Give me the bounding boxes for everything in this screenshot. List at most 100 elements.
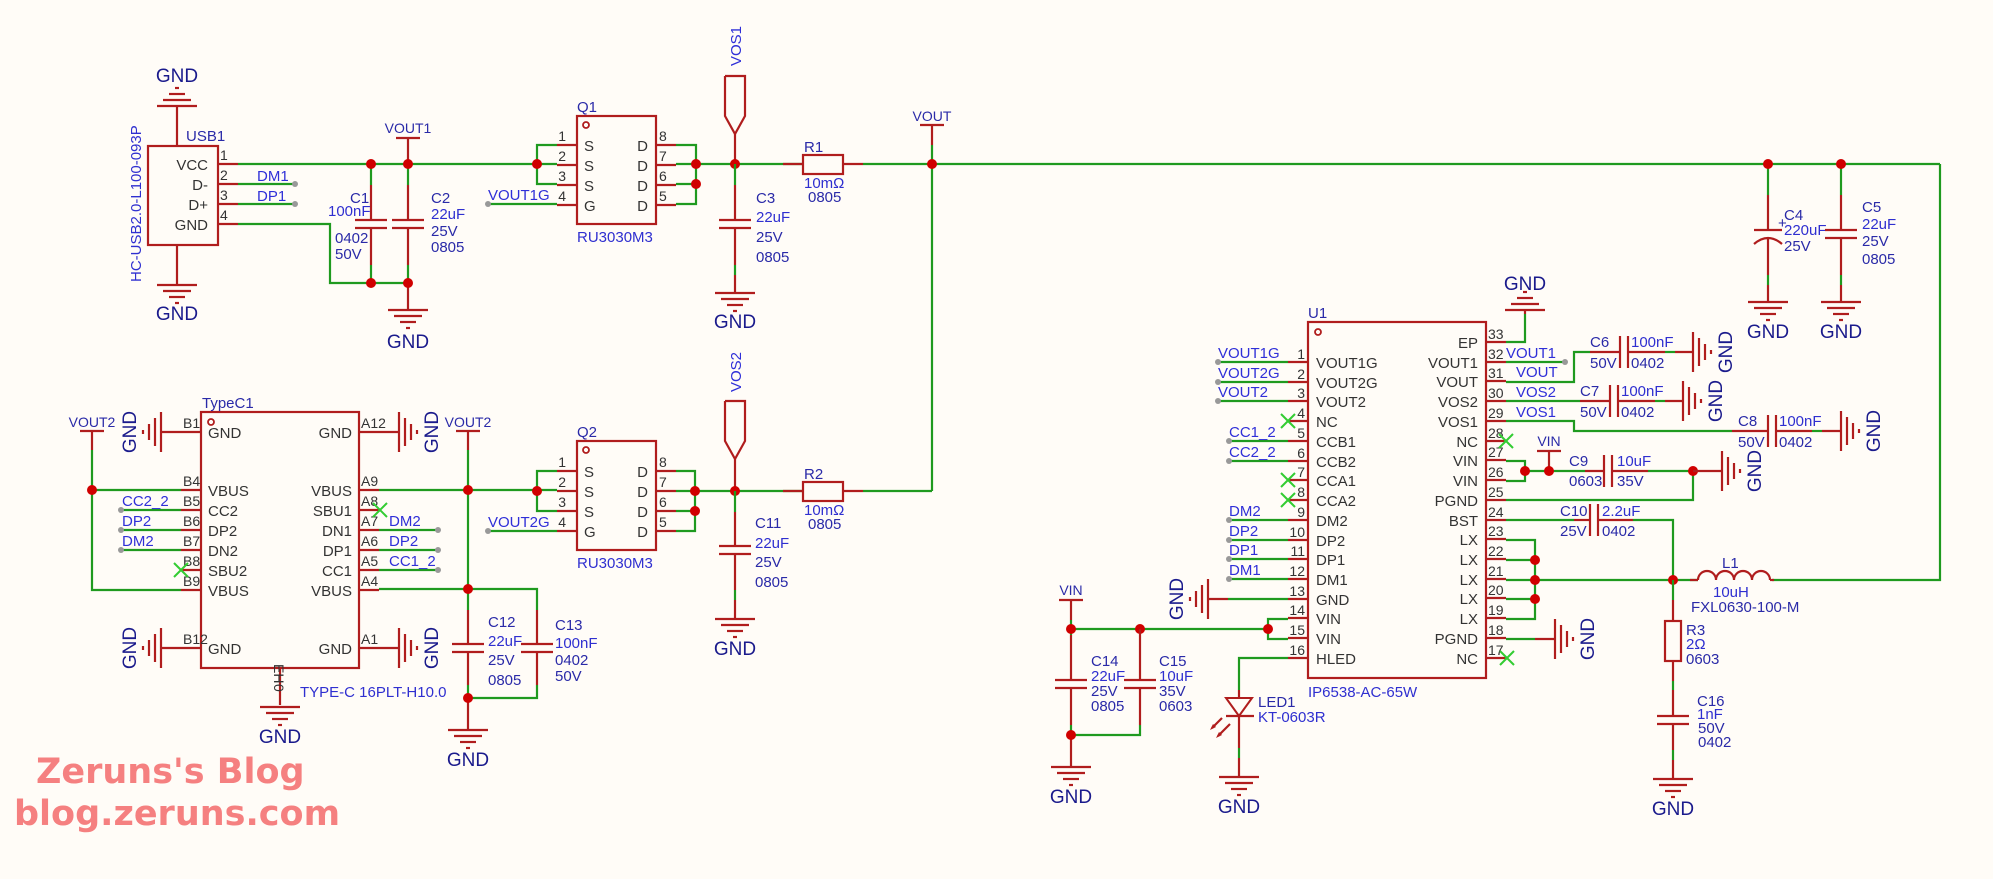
no-connect-icon	[1280, 413, 1296, 429]
gnd-symbol: GND	[1681, 380, 1727, 422]
pin-number: 7	[1297, 464, 1305, 480]
c9-capacitor[interactable]: C9 0603 10uF 35V	[1569, 453, 1651, 490]
gnd-label: GND	[1578, 618, 1599, 660]
c1-voltage: 50V	[335, 246, 362, 263]
c13-package: 0402	[555, 652, 588, 669]
typec1-shell-num: 0	[271, 684, 287, 692]
c1-value: 100nF	[328, 203, 371, 220]
pin-number: A12	[361, 415, 386, 431]
vout1-power-port: VOUT1	[385, 120, 432, 140]
gnd-symbol: GND	[714, 617, 756, 660]
c4-electrolytic-capacitor[interactable]: + C4 220uF 25V	[1753, 164, 1827, 302]
vout2-label: VOUT2	[69, 414, 116, 430]
gnd-symbol: GND	[1050, 765, 1092, 808]
c2-capacitor[interactable]: C2 22uF 25V 0805	[392, 138, 465, 310]
vout2-power-port-right: VOUT2	[445, 414, 492, 450]
c14-capacitor[interactable]: C14 22uF 25V 0805	[1055, 635, 1125, 767]
c16-value: 1nF	[1697, 706, 1723, 723]
pin-number: 18	[1488, 622, 1504, 638]
net-label-cc1-2: CC1_2	[389, 553, 436, 570]
vin-power-port: VIN	[1059, 582, 1083, 620]
c12-capacitor[interactable]: C12 22uF 25V 0805	[452, 610, 522, 730]
c8-voltage: 50V	[1738, 434, 1765, 451]
l1-inductor[interactable]: L1 10uH FXL0630-100-M	[1690, 555, 1799, 616]
gnd-symbol: GND	[387, 308, 429, 353]
usb1-body	[146, 144, 220, 247]
pin-name: VIN	[1316, 611, 1341, 628]
c13-capacitor[interactable]: C13 100nF 0402 50V	[468, 610, 598, 700]
c11-capacitor[interactable]: C11 22uF 25V 0805	[719, 491, 789, 619]
pin-number: B6	[183, 513, 200, 529]
pin-number: 6	[659, 168, 667, 184]
pin-name: G	[584, 198, 596, 215]
usb1-component[interactable]: USB1 HC-USB2.0-L100-093P 1 2 3 4 VCC D- …	[128, 106, 238, 285]
c2-voltage: 25V	[431, 223, 458, 240]
c10-capacitor[interactable]: C10 25V 2.2uF 0402	[1560, 503, 1640, 540]
pin-name: G	[584, 524, 596, 541]
pin-name: GND	[319, 425, 353, 442]
usb1-part: HC-USB2.0-L100-093P	[128, 125, 145, 282]
pin-number: 28	[1488, 425, 1504, 441]
vout2-label: VOUT2	[445, 414, 492, 430]
c4-designator: C4	[1784, 207, 1803, 224]
pin-name: LX	[1460, 532, 1478, 549]
c8-package: 0402	[1779, 434, 1812, 451]
pin-number: 2	[1297, 366, 1305, 382]
pin-name: PGND	[1435, 631, 1479, 648]
c5-capacitor[interactable]: C5 22uF 25V 0805	[1825, 164, 1896, 302]
c3-capacitor[interactable]: C3 22uF 25V 0805	[719, 164, 790, 293]
pin-number: 2	[558, 148, 566, 164]
pin-name: DP1	[1316, 552, 1345, 569]
watermark-url: blog.zeruns.com	[14, 794, 341, 834]
no-connect-icon	[1280, 492, 1296, 508]
c15-capacitor[interactable]: C15 10uF 35V 0603	[1071, 629, 1193, 737]
r3-resistor[interactable]: R3 2Ω 0603	[1663, 580, 1719, 681]
c16-capacitor[interactable]: C16 1nF 50V 0402	[1657, 681, 1731, 779]
pin-name: PGND	[1435, 493, 1479, 510]
c4-voltage: 25V	[1784, 238, 1811, 255]
c6-capacitor[interactable]: C6 50V 100nF 0402	[1590, 334, 1693, 372]
net-label: VOUT2	[1218, 384, 1268, 401]
net-label: VOUT1	[1506, 345, 1556, 362]
c12-value: 22uF	[488, 633, 522, 650]
gnd-label: GND	[422, 627, 443, 669]
c8-capacitor[interactable]: C8 50V 100nF 0402	[1732, 413, 1841, 451]
pin-number: 24	[1488, 504, 1504, 520]
pin-number: 8	[659, 454, 667, 470]
gnd-symbol: GND	[156, 283, 198, 325]
usb1-pin-num: 1	[220, 147, 228, 163]
pin-name: VOUT1G	[1316, 355, 1378, 372]
c1-capacitor[interactable]: C1 100nF 0402 50V	[328, 164, 387, 283]
pin-number: 19	[1488, 602, 1504, 618]
c7-designator: C7	[1580, 383, 1599, 400]
led1-diode[interactable]: LED1 KT-0603R	[1210, 690, 1326, 777]
u1-ic[interactable]: U1 IP6538-AC-65W 1VOUT1G2VOUT2G3VOUT24NC…	[1288, 305, 1506, 701]
pin-number: 2	[558, 474, 566, 490]
pin-name: DP1	[323, 543, 352, 560]
c3-voltage: 25V	[756, 229, 783, 246]
gnd-label: GND	[1167, 578, 1188, 620]
net-label-dm2: DM2	[389, 513, 421, 530]
r1-resistor[interactable]: R1 10mΩ 0805	[783, 139, 863, 206]
pin-name: LX	[1460, 552, 1478, 569]
pin-name: CCB2	[1316, 454, 1356, 471]
pin-name: D	[637, 484, 648, 501]
net-label: VOUT	[1516, 364, 1558, 381]
c1-designator: C1	[350, 190, 369, 207]
no-connect-icon	[1498, 433, 1514, 449]
led1-designator: LED1	[1258, 694, 1296, 711]
r2-resistor[interactable]: R2 10mΩ 0805	[783, 466, 863, 533]
c5-package: 0805	[1862, 251, 1895, 268]
c7-capacitor[interactable]: C7 50V 100nF 0402	[1580, 383, 1683, 421]
gnd-label: GND	[1716, 331, 1737, 373]
pin-name: VBUS	[208, 483, 249, 500]
typec1-shell-pin: EH	[271, 664, 287, 683]
l1-part: FXL0630-100-M	[1691, 599, 1799, 616]
usb1-pin-num: 4	[220, 207, 228, 223]
net-label: DM1	[1229, 562, 1261, 579]
pin-number: 7	[659, 148, 667, 164]
pin-number: B7	[183, 533, 200, 549]
